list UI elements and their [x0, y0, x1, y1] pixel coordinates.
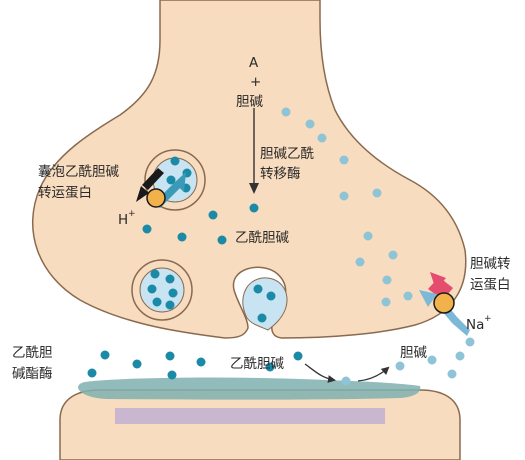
receptor-band [115, 408, 385, 424]
ach-dot [148, 285, 157, 294]
ach-dot [166, 275, 175, 284]
ach-dot [151, 270, 160, 279]
ach-dot [250, 204, 259, 213]
hydrolysis-arrow [305, 364, 334, 380]
ach-dot [166, 301, 175, 310]
choline-dot [448, 370, 457, 379]
label-ach-cleft: 乙酰胆碱 [230, 356, 284, 372]
ach-dot [178, 233, 187, 242]
label-sodium-charge: + [484, 314, 492, 324]
ach-dot [171, 157, 180, 166]
label-vacht-line1: 囊泡乙酰胆碱 [38, 163, 119, 180]
label-chat-line2: 转移酶 [260, 166, 301, 182]
label-sodium: Na [466, 317, 484, 333]
ach-dot [218, 236, 227, 245]
choline-dot [428, 356, 437, 365]
transporter-circle-icon [147, 189, 165, 207]
postsynaptic-membrane [60, 390, 460, 460]
choline-recycle-arrow [358, 368, 388, 381]
label-choline-cleft: 胆碱 [400, 345, 427, 361]
label-proton: H [118, 212, 128, 228]
label-cht-line2: 运蛋白 [470, 277, 511, 293]
choline-dot [466, 338, 475, 347]
label-plus: + [250, 74, 261, 90]
label-choline-top: 胆碱 [236, 94, 263, 110]
label-chat-line1: 胆碱乙酰 [260, 146, 314, 162]
ach-dot [169, 289, 178, 298]
label-ache-line2: 碱酯酶 [12, 366, 53, 382]
label-cht-line1: 胆碱转 [470, 256, 511, 272]
label-ach-inside: 乙酰胆碱 [235, 230, 289, 246]
choline-dot [342, 377, 351, 386]
ach-dot [143, 225, 152, 234]
label-proton-charge: + [128, 209, 136, 219]
ach-dot [209, 211, 218, 220]
ach-dot [254, 285, 263, 294]
vesicle [132, 260, 192, 320]
ach-dot [258, 314, 267, 323]
acetylcholinesterase-band [78, 378, 420, 400]
ach-dot [153, 298, 162, 307]
choline-dot [456, 352, 465, 361]
label-ache-line1: 乙酰胆 [12, 345, 53, 361]
transporter-circle-icon [434, 293, 454, 313]
choline-dot [396, 362, 405, 371]
label-vacht-line2: 转运蛋白 [38, 185, 92, 201]
ach-dot [267, 292, 276, 301]
label-substrate-a: A [249, 55, 259, 71]
